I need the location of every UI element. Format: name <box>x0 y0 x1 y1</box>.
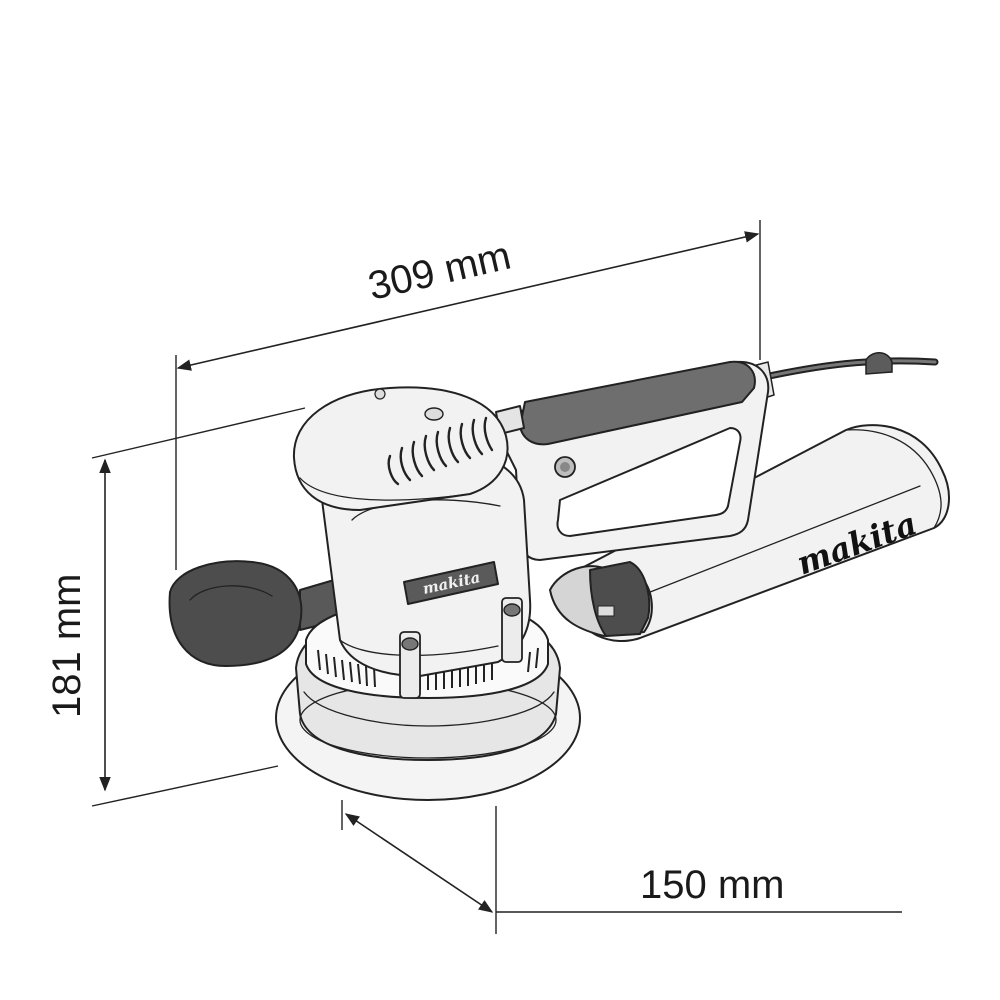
length-dimension-line <box>176 231 760 371</box>
cooling-vents <box>387 416 494 486</box>
height-dimension: 181 mm <box>45 407 306 807</box>
height-extension-top <box>91 407 306 459</box>
length-label: 309 mm <box>364 234 515 309</box>
height-extension-bottom <box>91 765 279 807</box>
housing-screw-right <box>501 597 523 663</box>
height-label: 181 mm <box>45 574 89 719</box>
pad-dimension-line <box>344 813 494 913</box>
top-cap <box>292 386 509 511</box>
pad-diameter-dimension: 150 mm <box>341 800 902 934</box>
rear-handle <box>489 360 770 561</box>
pad-diameter-label: 150 mm <box>640 863 785 907</box>
power-cord <box>744 352 939 403</box>
housing-screw-left <box>399 631 421 699</box>
